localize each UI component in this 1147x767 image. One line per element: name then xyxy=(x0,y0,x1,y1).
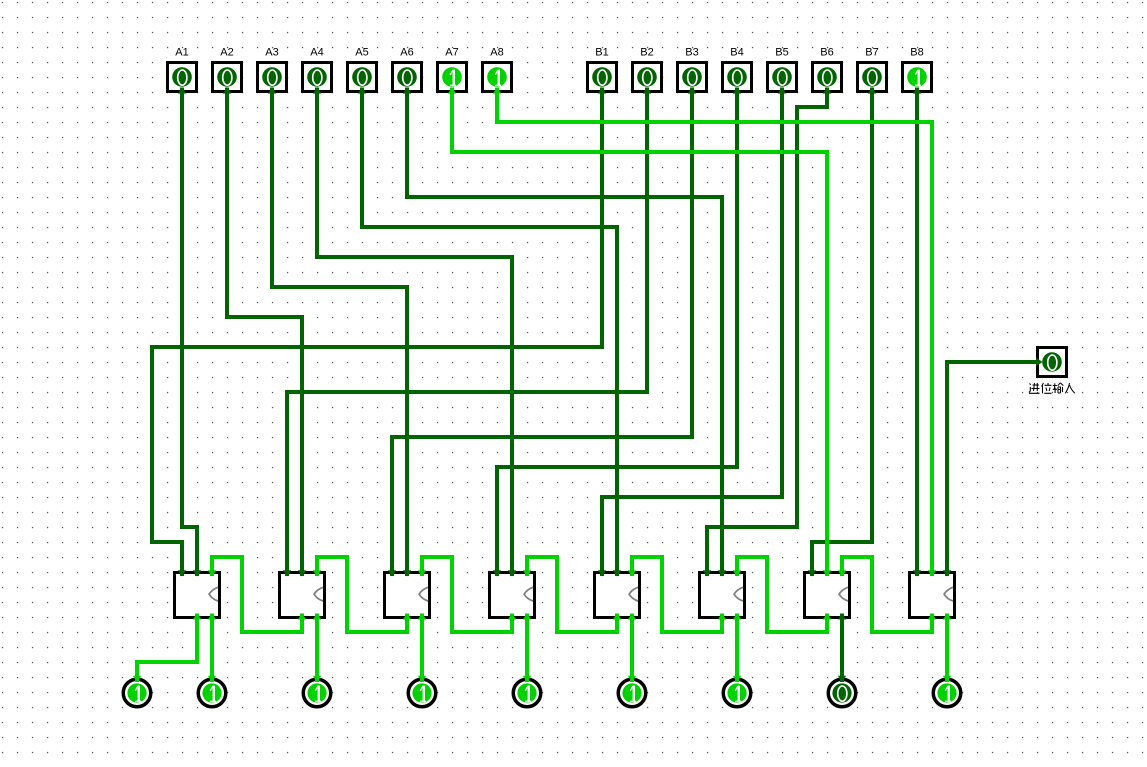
svg-text:B7: B7 xyxy=(865,47,878,59)
svg-text:A6: A6 xyxy=(400,47,413,59)
svg-text:B2: B2 xyxy=(640,47,653,59)
svg-text:A7: A7 xyxy=(445,47,458,59)
svg-text:B4: B4 xyxy=(730,47,743,59)
svg-text:B3: B3 xyxy=(685,47,698,59)
svg-text:B5: B5 xyxy=(775,47,788,59)
svg-text:B8: B8 xyxy=(910,47,923,59)
svg-text:B1: B1 xyxy=(595,47,608,59)
svg-text:A4: A4 xyxy=(310,47,323,59)
svg-text:A2: A2 xyxy=(220,47,233,59)
svg-text:A5: A5 xyxy=(355,47,368,59)
svg-text:B6: B6 xyxy=(820,47,833,59)
svg-text:A3: A3 xyxy=(265,47,278,59)
svg-text:A8: A8 xyxy=(490,47,503,59)
svg-text:A1: A1 xyxy=(175,47,188,59)
